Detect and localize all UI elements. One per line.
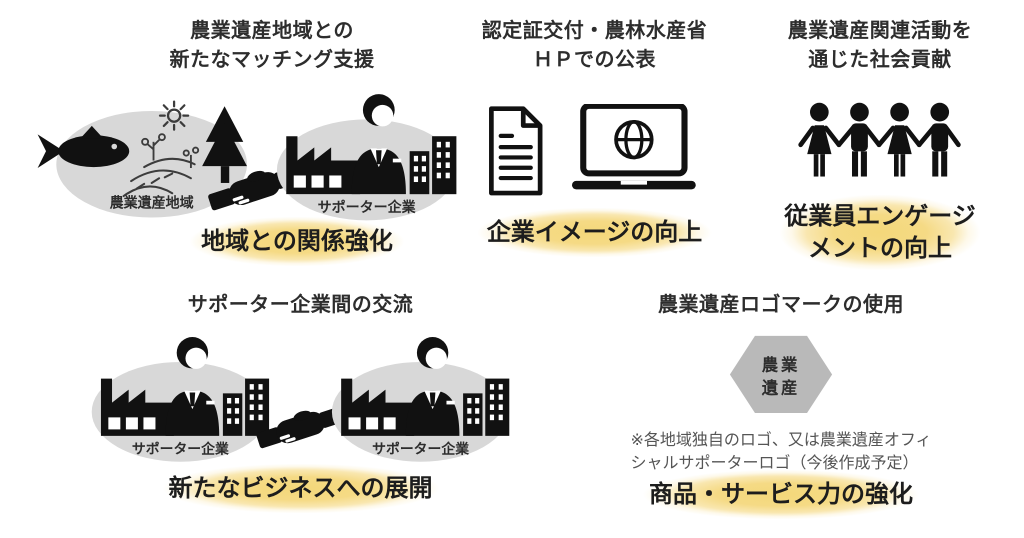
document-icon [489,106,543,196]
pine-tree-icon [202,106,247,183]
benefit-line-2: メントの向上 [808,233,952,262]
logo-note: ※各地域独自のロゴ、又は農業遺産オフィ シャルサポーターロゴ（今後作成予定） [630,428,931,474]
exchange-illustration: サポーター企業 サポーター企業 [91,337,510,462]
section-company-exchange: サポーター企業間の交流 サポーター企業 サポーター企業 新たなビジネスへの展開 [58,290,543,513]
section-certification: 認定証交付・農林水産省 ＨＰでの公表 企業イメージの向上 [452,16,737,257]
section-title: 農業遺産地域との 新たなマッチング支援 [170,16,375,74]
section-title: 農業遺産ロゴマークの使用 [658,292,904,316]
benefit-highlight: 従業員エンゲージ メントの向上 [762,195,998,270]
certification-illustration [489,104,696,196]
hexagon-text-line-2: 遺産 [762,379,801,398]
benefit-highlight: 地域との関係強化 [171,216,423,267]
company-label-right: サポーター企業 [372,440,469,457]
note-line-1: ※各地域独自のロゴ、又は農業遺産オフィ [630,429,932,449]
matching-illustration: 農業遺産地域 サポーター企業 [37,94,457,221]
section-title: 認定証交付・農林水産省 ＨＰでの公表 [482,16,708,74]
hexagon-logo-icon: 農業 遺産 [729,335,833,414]
people-holding-hands-icon [798,102,961,177]
section-matching-support: 農業遺産地域との 新たなマッチング支援 [22,16,472,267]
note-line-2: シャルサポーターロゴ（今後作成予定） [630,453,919,473]
sprout-icon [141,133,200,168]
sun-icon [158,100,190,131]
title-line-2: ＨＰでの公表 [533,47,656,71]
benefit-highlight: 新たなビジネスへの展開 [138,463,463,513]
company-label-left: サポーター企業 [132,440,229,457]
title-line-2: 新たなマッチング支援 [169,47,375,71]
section-logo-usage: 農業遺産ロゴマークの使用 農業 遺産 ※各地域独自のロゴ、又は農業遺産オフィ シ… [600,290,962,520]
title-line-1: 農業遺産地域との [190,18,354,42]
section-title: サポーター企業間の交流 [187,292,414,316]
fish-icon [37,125,130,168]
heritage-region-group: 農業遺産地域 [37,100,248,218]
title-line-1: 認定証交付・農林水産省 [481,18,708,42]
title-line-2: 通じた社会貢献 [808,47,952,71]
benefit-line-1: 従業員エンゲージ [784,202,976,231]
benefit-highlight: 企業イメージの向上 [456,207,733,257]
company-label: サポーター企業 [318,199,417,216]
section-social-contribution: 農業遺産関連活動を 通じた社会貢献 [740,16,1020,270]
hexagon-text-line-1: 農業 [762,356,801,375]
benefit-highlight: 商品・サービス力の強化 [619,470,943,520]
region-label: 農業遺産地域 [110,194,194,211]
section-title: 農業遺産関連活動を 通じた社会貢献 [788,16,973,74]
laptop-globe-icon [572,104,696,190]
title-line-1: 農業遺産関連活動を [787,18,973,42]
